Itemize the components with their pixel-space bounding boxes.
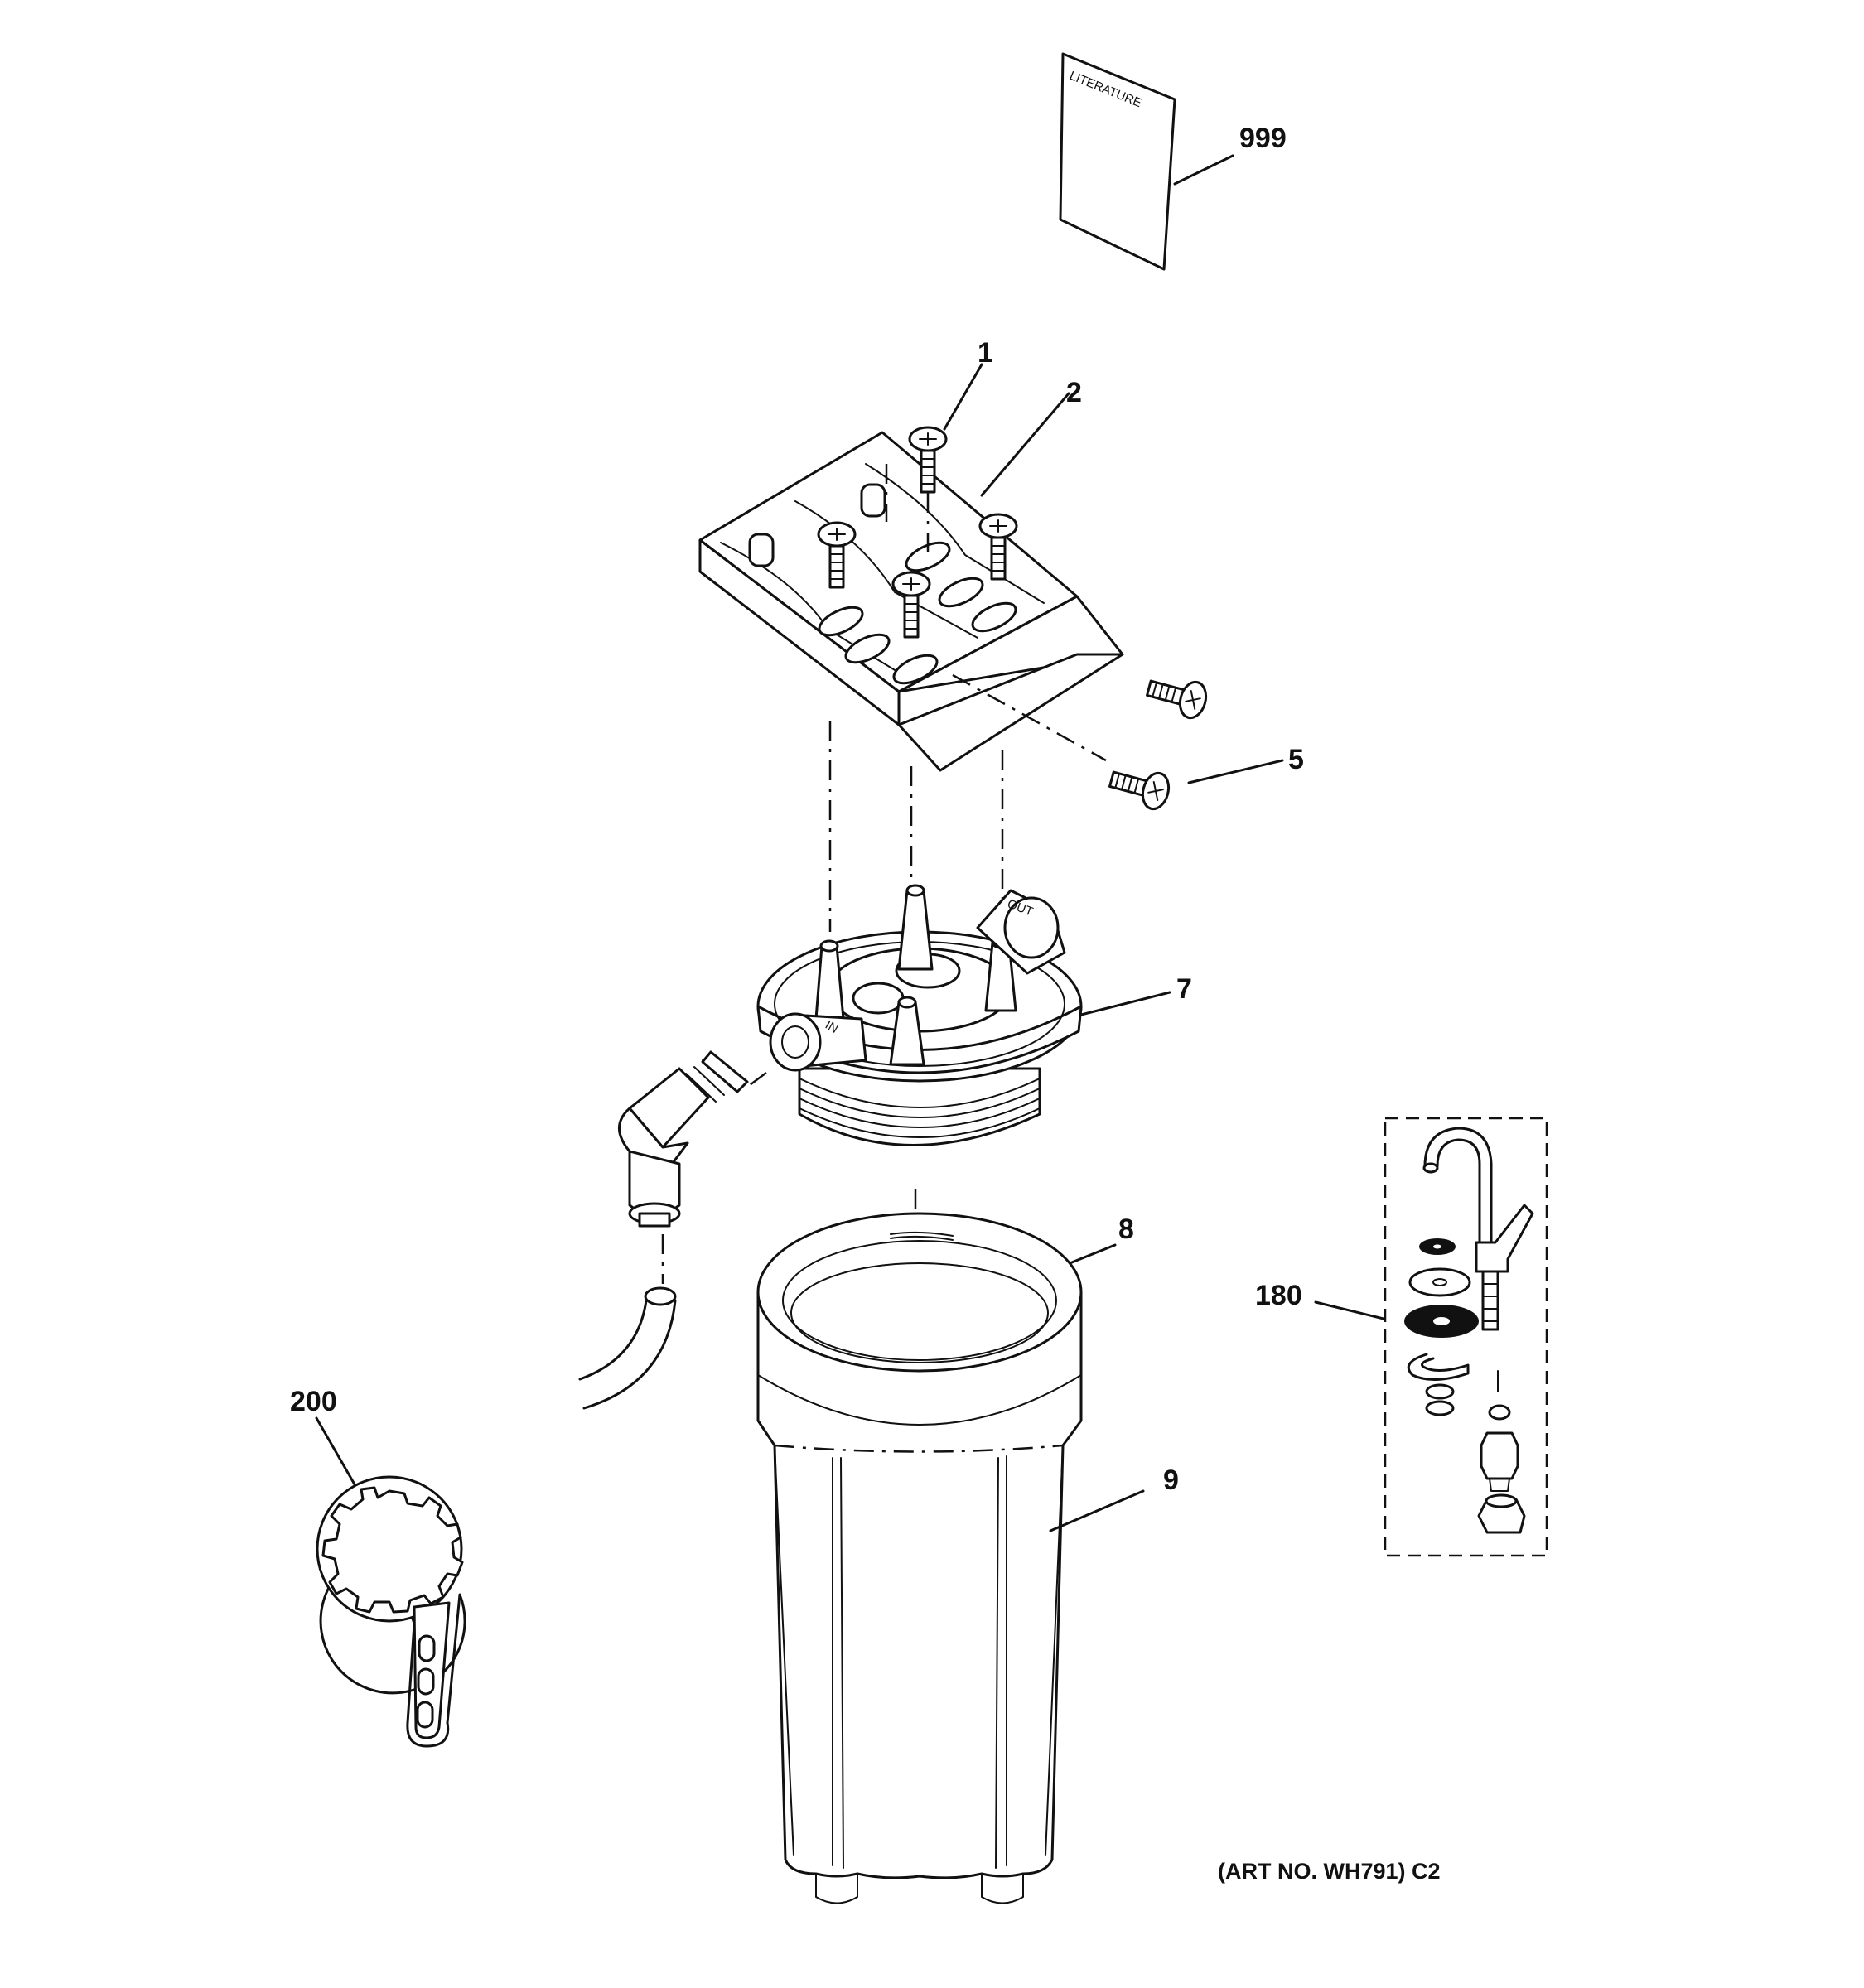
leader-7	[1079, 991, 1171, 1016]
callout-9[interactable]: 9	[1163, 1464, 1179, 1496]
mounting-screw-icon[interactable]	[817, 426, 1018, 639]
art-number: (ART NO. WH791) C2	[1218, 1859, 1441, 1884]
callout-200[interactable]: 200	[290, 1386, 337, 1417]
literature-sheet-icon[interactable]: LITERATURE	[1059, 52, 1176, 271]
side-screw-icon[interactable]	[952, 671, 1210, 813]
faucet-kit-icon[interactable]	[1384, 1117, 1548, 1557]
filter-cap-icon[interactable]: IN OUT	[756, 884, 1083, 1146]
leader-5	[1187, 759, 1284, 784]
leader-2	[980, 392, 1070, 497]
callout-7[interactable]: 7	[1176, 973, 1192, 1005]
filter-housing-icon[interactable]	[756, 1212, 1083, 1904]
callout-180[interactable]: 180	[1255, 1280, 1302, 1311]
leader-999	[1173, 154, 1234, 186]
leader-200	[315, 1416, 356, 1486]
leader-1	[943, 363, 983, 431]
leader-180	[1314, 1300, 1385, 1320]
cap-port-in-label: IN	[823, 1018, 840, 1036]
callout-5[interactable]: 5	[1288, 744, 1304, 775]
callout-1[interactable]: 1	[978, 337, 993, 369]
mounting-bracket-icon[interactable]	[698, 431, 1124, 772]
elbow-fitting-icon[interactable]	[618, 1050, 749, 1228]
housing-wrench-icon[interactable]	[316, 1475, 466, 1748]
callout-2[interactable]: 2	[1066, 377, 1082, 408]
callout-8[interactable]: 8	[1118, 1214, 1134, 1245]
tubing-icon[interactable]	[578, 1286, 677, 1410]
leader-9	[1049, 1489, 1145, 1532]
callout-999[interactable]: 999	[1239, 123, 1287, 154]
